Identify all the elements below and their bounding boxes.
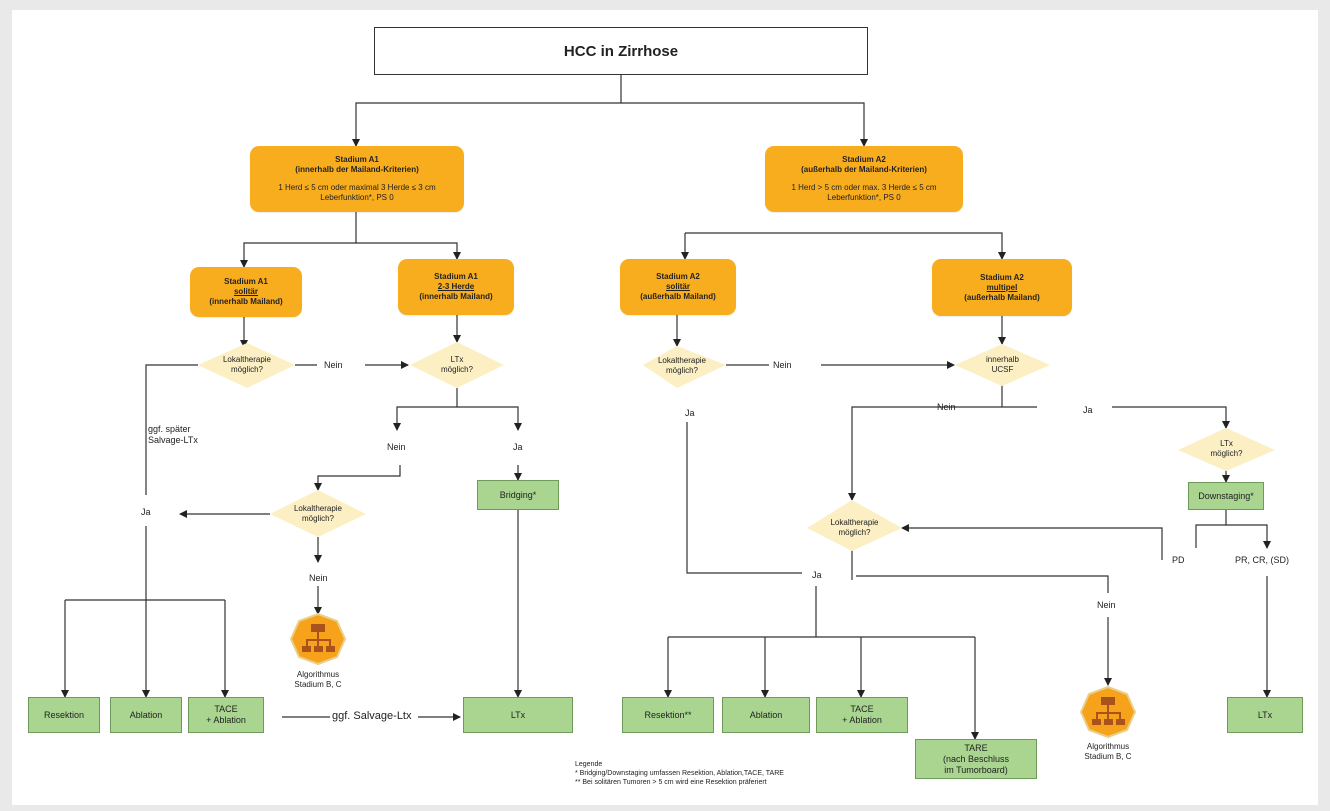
box-label: Resektion**: [644, 709, 692, 720]
diamond-ltx-a1: [410, 342, 504, 388]
a2-mult-kind: multipel: [986, 282, 1018, 292]
ltx-box-center: LTx: [463, 697, 573, 733]
stadium-a2-title: Stadium A2: [842, 155, 886, 164]
algo-text: Algorithmus: [1086, 742, 1130, 751]
box-label: TACE: [214, 704, 238, 714]
legend-title: Legende: [575, 761, 603, 768]
a2-mult-sub: (außerhalb Mailand): [964, 292, 1040, 302]
stadium-a1-function: Leberfunktion*, PS 0: [320, 193, 394, 202]
a1-mult-title: Stadium A1: [434, 272, 478, 281]
label-ja: Ja: [141, 507, 151, 517]
stadium-a2-function: Leberfunktion*, PS 0: [827, 193, 901, 202]
label-salvage-ltx-arrow: ggf. Salvage-Ltx: [332, 710, 412, 722]
stadium-a2-solitaer-box: Stadium A2 solitär (außerhalb Mailand): [620, 259, 736, 315]
box-label: LTx: [510, 709, 526, 720]
resektion-box-left: Resektion: [28, 697, 100, 733]
a1-sol-title: Stadium A1: [224, 277, 268, 286]
box-label: Ablation: [129, 709, 163, 720]
flowchart-icon-left: [289, 612, 347, 666]
label-nein: Nein: [937, 402, 956, 412]
legend-line: * Bridging/Downstaging umfassen Resektio…: [575, 770, 784, 777]
box-label: LTx: [1257, 709, 1273, 720]
box-label: Resektion: [43, 709, 85, 720]
stadium-a1-multi-box: Stadium A1 2-3 Herde (innerhalb Mailand): [398, 259, 514, 315]
flowchart-icon-right: [1079, 685, 1137, 739]
algo-text: Algorithmus: [296, 670, 340, 679]
a1-mult-kind: 2-3 Herde: [437, 282, 475, 291]
label-ja: Ja: [685, 408, 695, 418]
label-nein: Nein: [773, 360, 792, 370]
resektion-box-right: Resektion**: [622, 697, 714, 733]
box-label: (nach Beschluss: [942, 753, 1010, 764]
a2-sol-kind: solitär: [665, 282, 690, 291]
algo-label-right: Algorithmus Stadium B, C: [1078, 742, 1138, 762]
stadium-a1-sub: (innerhalb der Mailand-Kriterien): [295, 165, 419, 174]
label-salvage-1: ggf. später: [148, 424, 191, 434]
box-label: TARE: [964, 742, 988, 753]
tare-box: TARE (nach Beschluss im Tumorboard): [915, 739, 1037, 779]
box-label: + Ablation: [842, 715, 882, 725]
a2-sol-sub: (außerhalb Mailand): [640, 292, 716, 301]
label-pr-cr-sd: PR, CR, (SD): [1235, 555, 1289, 565]
stadium-a1-title: Stadium A1: [335, 155, 379, 164]
diagram-canvas: HCC in Zirrhose Stadium A1 (innerhalb de…: [12, 10, 1318, 805]
stadium-a1-solitaer-box: Stadium A1 solitär (innerhalb Mailand): [190, 267, 302, 317]
a2-mult-title: Stadium A2: [980, 272, 1024, 282]
algo-label-left: Algorithmus Stadium B, C: [288, 670, 348, 690]
stadium-a1-box: Stadium A1 (innerhalb der Mailand-Kriter…: [250, 146, 464, 212]
algo-text: Stadium B, C: [1084, 752, 1132, 761]
box-label: im Tumorboard): [944, 764, 1008, 775]
diamond-ltx-a2: [1178, 428, 1275, 471]
stadium-a2-sub: (außerhalb der Mailand-Kriterien): [801, 165, 927, 174]
decision-diamonds: [198, 342, 1275, 551]
downstaging-box: Downstaging*: [1188, 482, 1264, 510]
box-label: TACE: [850, 704, 874, 714]
a1-mult-sub: (innerhalb Mailand): [419, 292, 493, 301]
diamond-lokal-a2-2: [807, 500, 902, 551]
bridging-label: Bridging*: [499, 489, 537, 500]
page-title: HCC in Zirrhose: [374, 27, 868, 75]
legend-line: ** Bei solitären Tumoren > 5 cm wird ein…: [575, 779, 767, 786]
label-salvage-2: Salvage-LTx: [148, 435, 198, 445]
a2-sol-title: Stadium A2: [656, 272, 700, 281]
box-label: + Ablation: [206, 715, 246, 725]
diamond-lokal-a2: [643, 346, 726, 388]
label-nein: Nein: [324, 360, 343, 370]
ltx-box-right: LTx: [1227, 697, 1303, 733]
label-ja: Ja: [812, 570, 822, 580]
tace-box-left: TACE + Ablation: [188, 697, 264, 733]
stadium-a1-criteria: 1 Herd ≤ 5 cm oder maximal 3 Herde ≤ 3 c…: [278, 183, 436, 192]
legend: Legende * Bridging/Downstaging umfassen …: [575, 760, 784, 787]
stadium-a2-multi-box: Stadium A2 multipel (außerhalb Mailand): [932, 259, 1072, 316]
a1-sol-sub: (innerhalb Mailand): [209, 297, 283, 306]
box-label: Ablation: [749, 709, 783, 720]
algo-text: Stadium B, C: [294, 680, 342, 689]
label-nein: Nein: [309, 573, 328, 583]
diamond-lokal-a1: [198, 343, 295, 388]
tace-box-right: TACE + Ablation: [816, 697, 908, 733]
label-pd: PD: [1172, 555, 1185, 565]
label-ja: Ja: [513, 442, 523, 452]
bridging-box: Bridging*: [477, 480, 559, 510]
label-ja: Ja: [1083, 405, 1093, 415]
label-nein: Nein: [387, 442, 406, 452]
connector-lines: [61, 75, 1275, 740]
diamond-ucsf: [955, 344, 1050, 386]
a1-sol-kind: solitär: [233, 287, 258, 296]
stadium-a2-criteria: 1 Herd > 5 cm oder max. 3 Herde ≤ 5 cm: [791, 183, 937, 192]
stadium-a2-box: Stadium A2 (außerhalb der Mailand-Kriter…: [765, 146, 963, 212]
label-nein: Nein: [1097, 600, 1116, 610]
ablation-box-right: Ablation: [722, 697, 810, 733]
ablation-box-left: Ablation: [110, 697, 182, 733]
downstaging-label: Downstaging*: [1198, 490, 1254, 501]
diamond-lokal-a1-2: [270, 490, 366, 537]
